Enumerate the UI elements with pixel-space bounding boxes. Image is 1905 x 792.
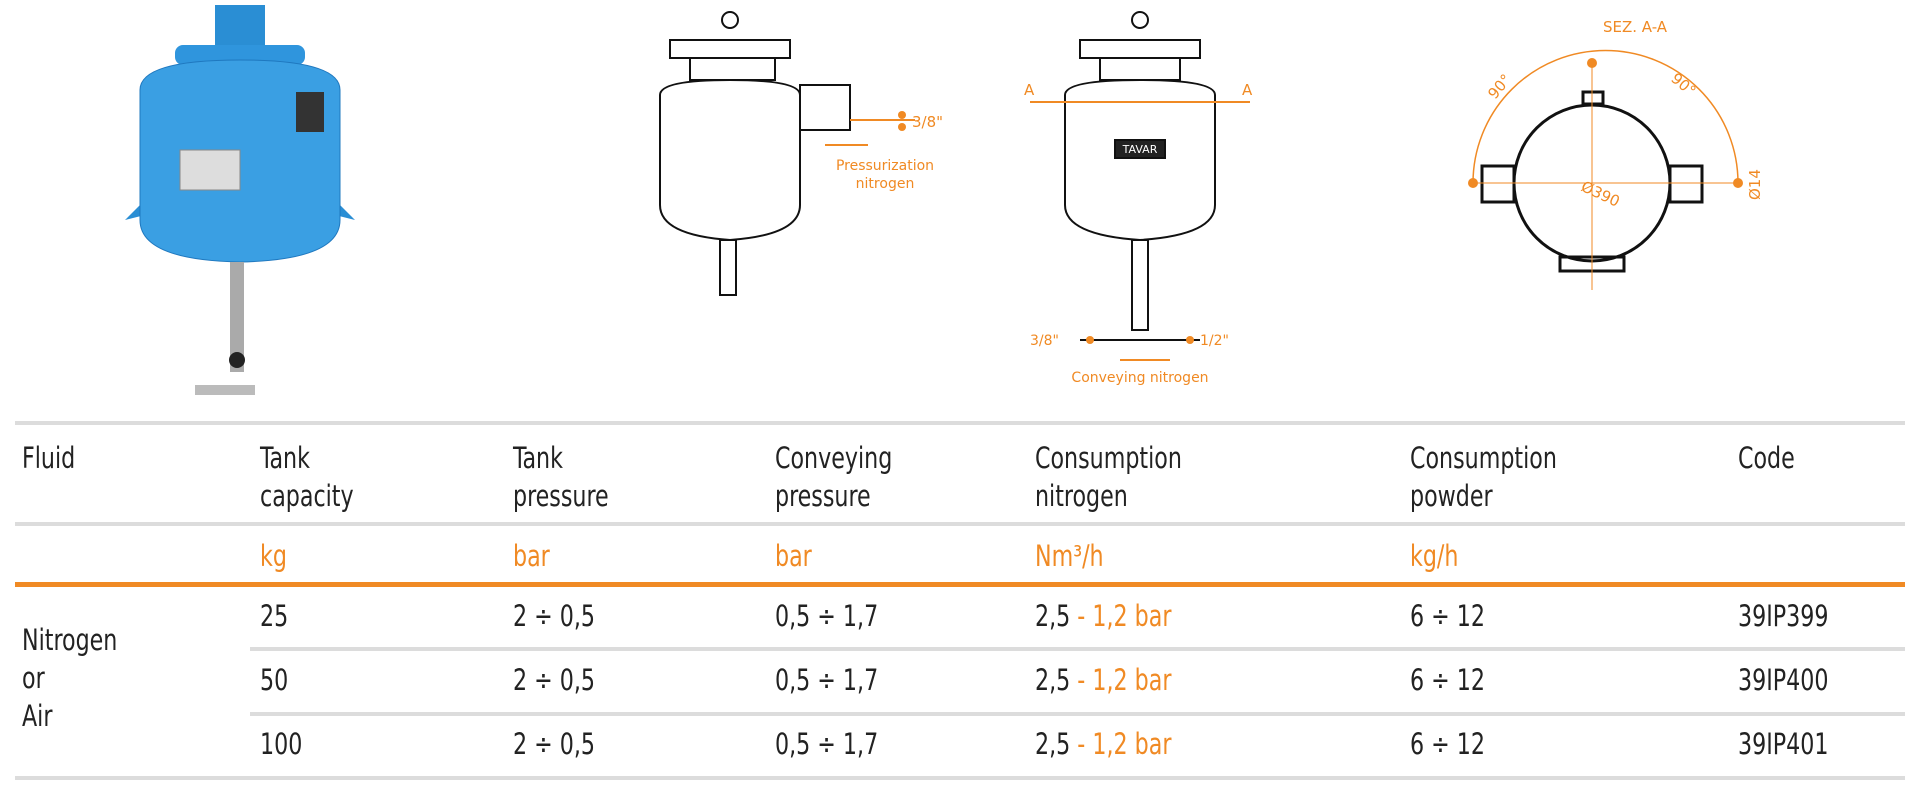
plate-text: TAVAR: [1122, 143, 1158, 156]
header-cell: Consumption: [1410, 441, 1557, 475]
conveying-pressure-cell: 0,5 ÷ 1,7: [775, 663, 879, 697]
tank-pressure-cell: 2 ÷ 0,5: [513, 599, 596, 633]
section-mark-right: A: [1242, 81, 1253, 99]
conveying-nitrogen-label: Conveying nitrogen: [1071, 370, 1208, 386]
tank-pressure-cell: 2 ÷ 0,5: [513, 663, 596, 697]
section-drawing: SEZ. A-A 90° 90° Ø390 Ø14: [1468, 18, 1760, 290]
header-cell-line2: capacity: [260, 479, 354, 513]
unit-cell: kg: [260, 539, 287, 573]
header-cell: Code: [1738, 441, 1795, 475]
nitrogen-value: 2,5: [1035, 663, 1071, 697]
angle-right: 90°: [1667, 69, 1699, 100]
header-cell: Conveying: [775, 441, 893, 475]
powder-cell: 6 ÷ 12: [1410, 663, 1485, 697]
powder-cell: 6 ÷ 12: [1410, 599, 1485, 633]
front-view-drawing: TAVAR A A 3/8" 1/2" Conveying nitrogen: [1024, 11, 1253, 386]
conveying-pressure-cell: 0,5 ÷ 1,7: [775, 599, 879, 633]
nitrogen-suffix: - 1,2 bar: [1070, 727, 1172, 761]
conveying-pressure-cell: 0,5 ÷ 1,7: [775, 727, 879, 761]
tank-pressure-cell: 2 ÷ 0,5: [513, 727, 596, 761]
unit-cell: bar: [513, 539, 550, 573]
header-cell-line2: pressure: [775, 479, 871, 513]
fitting-right-label: 1/2": [1200, 333, 1229, 349]
nitrogen-suffix: - 1,2 bar: [1070, 599, 1172, 633]
fluid-label-3: Air: [22, 699, 53, 733]
nitrogen-cell: 2,5 - 1,2 bar: [1035, 662, 1171, 698]
header-cell: Consumption: [1035, 441, 1182, 475]
code-cell: 39IP399: [1738, 599, 1829, 633]
hole-label: Ø14: [1746, 169, 1760, 200]
unit-cell: kg/h: [1410, 539, 1459, 573]
capacity-cell: 25: [260, 599, 289, 633]
header-cell: Fluid: [22, 441, 76, 475]
nitrogen-value: 2,5: [1035, 727, 1071, 761]
header-cell-line2: powder: [1410, 479, 1493, 513]
side-view-drawing: 3/8" Pressurization nitrogen: [659, 11, 943, 296]
fitting-label: 3/8": [912, 113, 943, 131]
header-cell-line2: pressure: [513, 479, 609, 513]
nitrogen-cell: 2,5 - 1,2 bar: [1035, 726, 1171, 762]
header-cell-line2: nitrogen: [1035, 479, 1128, 513]
capacity-cell: 100: [260, 727, 303, 761]
nitrogen-cell: 2,5 - 1,2 bar: [1035, 598, 1171, 634]
nitrogen-value: 2,5: [1035, 599, 1071, 633]
angle-left: 90°: [1484, 71, 1515, 103]
code-cell: 39IP400: [1738, 663, 1829, 697]
fluid-label-1: Nitrogen: [22, 623, 118, 657]
header-cell: Tank: [260, 441, 310, 475]
tank-photo: [125, 5, 355, 395]
pressurization-label: Pressurization: [836, 158, 934, 174]
fluid-label-2: or: [22, 661, 45, 695]
section-title: SEZ. A-A: [1603, 18, 1668, 36]
pressurization-label-2: nitrogen: [856, 176, 915, 192]
nitrogen-suffix: - 1,2 bar: [1070, 663, 1172, 697]
capacity-cell: 50: [260, 663, 289, 697]
fitting-left-label: 3/8": [1030, 333, 1059, 349]
code-cell: 39IP401: [1738, 727, 1829, 761]
diameter-label: Ø390: [1578, 177, 1622, 210]
unit-cell: bar: [775, 539, 812, 573]
unit-cell: Nm³/h: [1035, 539, 1104, 573]
powder-cell: 6 ÷ 12: [1410, 727, 1485, 761]
header-cell: Tank: [513, 441, 563, 475]
section-mark-left: A: [1024, 81, 1035, 99]
